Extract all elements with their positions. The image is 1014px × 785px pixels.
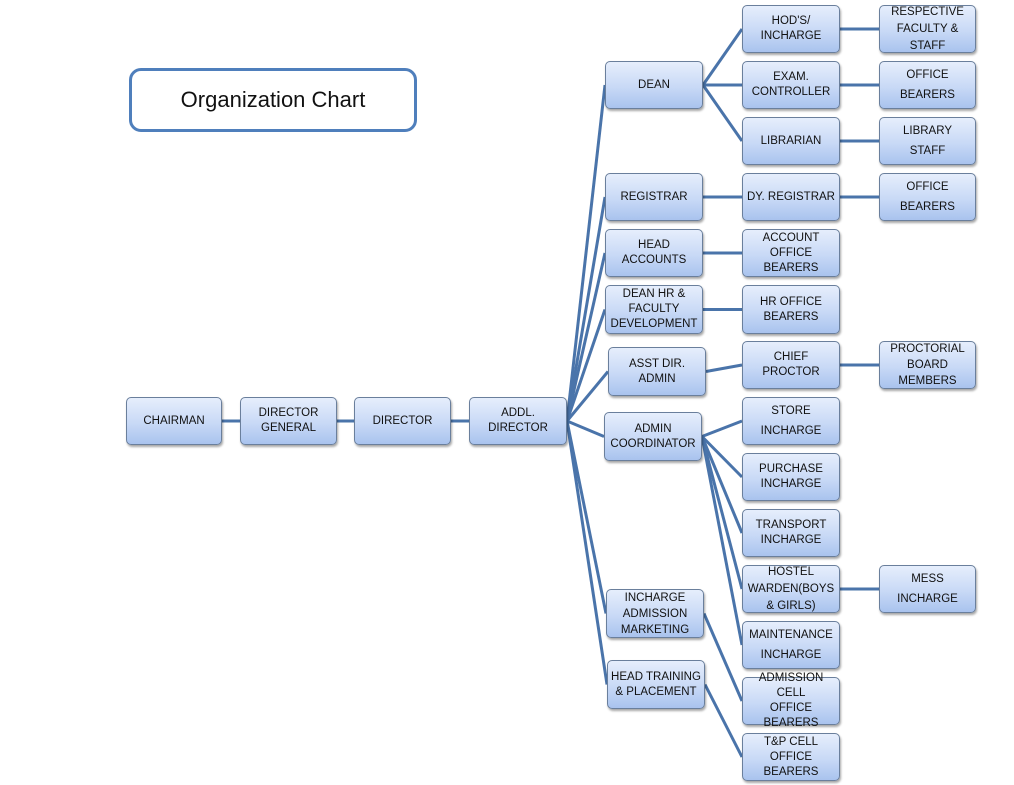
connector-dean-to-hods xyxy=(701,28,744,86)
node-chairman[interactable]: CHAIRMAN xyxy=(126,397,222,445)
connector-addl_director-to-asst_dir_admin xyxy=(565,370,610,422)
connector-addl_director-to-incharge_admission xyxy=(565,420,608,614)
node-librarian[interactable]: LIBRARIAN xyxy=(742,117,840,165)
node-hods-incharge[interactable]: HOD'S/ INCHARGE xyxy=(742,5,840,53)
connector-addl_director-to-head_accounts xyxy=(565,252,607,422)
node-hr-office-bearers[interactable]: HR OFFICE BEARERS xyxy=(742,285,840,334)
node-mess-incharge[interactable]: MESS INCHARGE xyxy=(879,565,976,613)
chart-title: Organization Chart xyxy=(129,68,417,132)
connector-addl_director-to-admin_coordinator xyxy=(566,419,605,438)
node-dean-hr-faculty-development[interactable]: DEAN HR & FACULTY DEVELOPMENT xyxy=(605,285,703,334)
connector-admin_coordinator-to-maintenance_incharge xyxy=(700,436,744,646)
node-respective-faculty-staff[interactable]: RESPECTIVE FACULTY & STAFF xyxy=(879,5,976,53)
node-registrar-office-bearers[interactable]: OFFICE BEARERS xyxy=(879,173,976,221)
connector-addl_director-to-registrar xyxy=(565,196,607,422)
node-director-general[interactable]: DIRECTOR GENERAL xyxy=(240,397,337,445)
node-incharge-admission-marketing[interactable]: INCHARGE ADMISSION MARKETING xyxy=(606,589,704,638)
node-purchase-incharge[interactable]: PURCHASE INCHARGE xyxy=(742,453,840,501)
node-dean[interactable]: DEAN xyxy=(605,61,703,109)
node-account-office-bearers[interactable]: ACCOUNT OFFICE BEARERS xyxy=(742,229,840,277)
node-proctorial-board-members[interactable]: PROCTORIAL BOARD MEMBERS xyxy=(879,341,976,389)
connector-asst_dir_admin-to-chief_proctor xyxy=(705,363,743,373)
connector-admin_coordinator-to-hostel_warden xyxy=(700,436,744,590)
node-exam-controller[interactable]: EXAM. CONTROLLER xyxy=(742,61,840,109)
node-maintenance-incharge[interactable]: MAINTENANCE INCHARGE xyxy=(742,621,840,669)
node-hostel-warden[interactable]: HOSTEL WARDEN(BOYS & GIRLS) xyxy=(742,565,840,613)
node-admission-cell-office-bearers[interactable]: ADMISSION CELL OFFICE BEARERS xyxy=(742,672,840,729)
node-library-staff[interactable]: LIBRARY STAFF xyxy=(879,117,976,165)
node-head-training-placement[interactable]: HEAD TRAINING & PLACEMENT xyxy=(607,660,705,709)
node-transport-incharge[interactable]: TRANSPORT INCHARGE xyxy=(742,509,840,557)
connector-addl_director-to-head_training xyxy=(565,420,609,685)
node-addl-director[interactable]: ADDL. DIRECTOR xyxy=(469,397,567,445)
node-chief-proctor[interactable]: CHIEF PROCTOR xyxy=(742,341,840,389)
node-asst-dir-admin[interactable]: ASST DIR. ADMIN xyxy=(608,347,706,396)
connector-addl_director-to-dean xyxy=(565,84,607,422)
connector-admin_coordinator-to-transport_incharge xyxy=(700,435,744,534)
node-head-accounts[interactable]: HEAD ACCOUNTS xyxy=(605,229,703,277)
node-exam-office-bearers[interactable]: OFFICE BEARERS xyxy=(879,61,976,109)
node-registrar[interactable]: REGISTRAR xyxy=(605,173,703,221)
node-admin-coordinator[interactable]: ADMIN COORDINATOR xyxy=(604,412,702,461)
node-director[interactable]: DIRECTOR xyxy=(354,397,451,445)
connector-admin_coordinator-to-purchase_incharge xyxy=(700,435,744,479)
node-dy-registrar[interactable]: DY. REGISTRAR xyxy=(742,173,840,221)
connector-addl_director-to-dean_hr xyxy=(565,309,607,422)
connector-admin_coordinator-to-store_incharge xyxy=(701,419,743,438)
node-store-incharge[interactable]: STORE INCHARGE xyxy=(742,397,840,445)
connector-incharge_admission-to-admission_cell xyxy=(702,612,744,702)
node-tp-cell-office-bearers[interactable]: T&P CELL OFFICE BEARERS xyxy=(742,733,840,781)
connector-dean-to-librarian xyxy=(701,84,744,142)
connector-head_training-to-tp_cell xyxy=(703,683,744,758)
